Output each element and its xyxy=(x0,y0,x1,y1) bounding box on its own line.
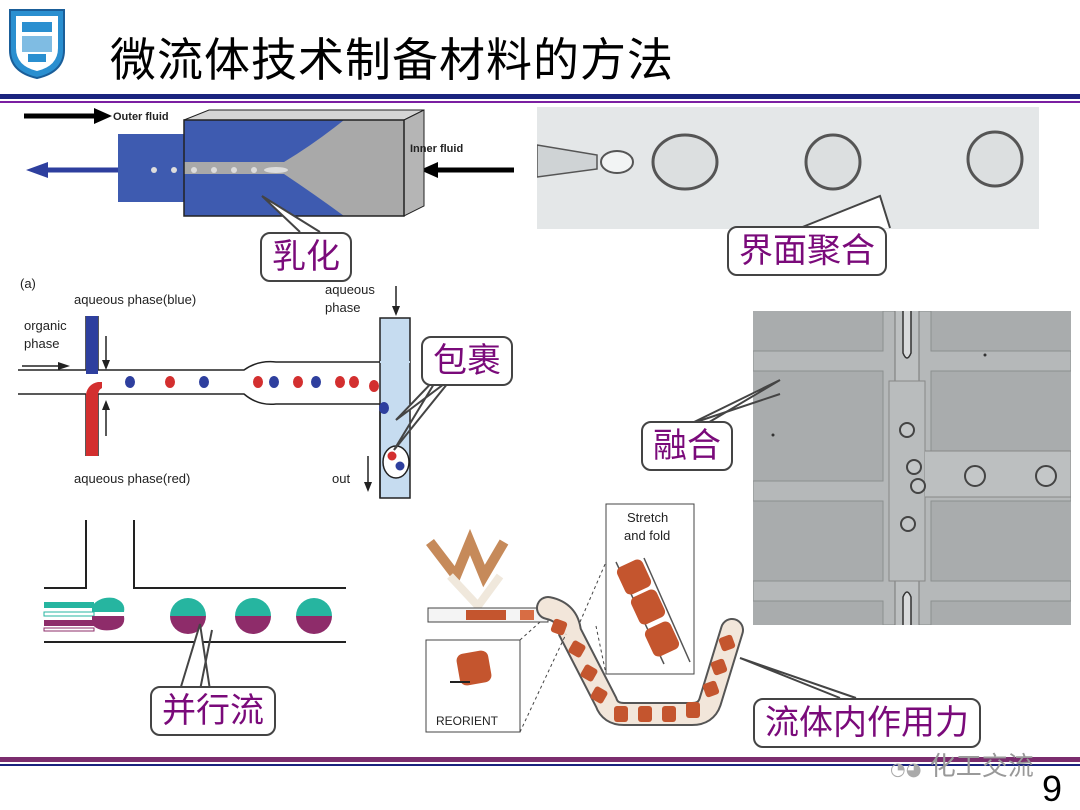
watermark: ◔◕ 化工交流 xyxy=(890,746,1034,783)
fusion-photo xyxy=(752,310,1072,626)
interface-photo xyxy=(536,107,1039,229)
slide-title: 微流体技术制备材料的方法 xyxy=(110,33,674,87)
inner-fluid-label: Inner fluid xyxy=(410,143,464,155)
stretch-label-2: and fold xyxy=(624,528,671,543)
title-divider xyxy=(0,94,1080,99)
parallel-callout: 并行流 xyxy=(150,686,276,736)
wechat-icon: ◔◕ xyxy=(890,759,922,780)
fusion-callout: 融合 xyxy=(641,421,733,471)
aqueous-top-label-1: aqueous xyxy=(325,282,375,297)
stretch-label-1: Stretch xyxy=(627,510,669,525)
interface-callout: 界面聚合 xyxy=(727,226,887,276)
footer-divider xyxy=(0,757,1080,762)
organic-label-1: organic xyxy=(24,318,67,333)
out-label: out xyxy=(332,471,351,486)
wrap-callout: 包裹 xyxy=(421,336,513,386)
mixing-diagram xyxy=(420,502,750,738)
aqueous-blue-label: aqueous phase(blue) xyxy=(74,292,197,307)
emulsion-diagram xyxy=(14,104,534,224)
aqueous-top-label-2: phase xyxy=(325,300,361,315)
aqueous-red-label: aqueous phase(red) xyxy=(74,471,191,486)
watermark-text: 化工交流 xyxy=(929,752,1034,782)
wrap-diagram xyxy=(18,276,418,502)
reorient-label: REORIENT xyxy=(436,714,499,728)
page-number: 9 xyxy=(1041,768,1062,809)
internal-force-callout: 流体内作用力 xyxy=(753,698,981,748)
university-logo xyxy=(6,6,68,80)
organic-label-2: phase xyxy=(24,336,60,351)
footer-divider-accent xyxy=(0,764,1080,766)
outer-fluid-label: Outer fluid xyxy=(113,111,169,123)
panel-label-a: (a) xyxy=(20,276,36,291)
title-divider-accent xyxy=(0,101,1080,103)
emulsify-callout: 乳化 xyxy=(260,232,352,282)
